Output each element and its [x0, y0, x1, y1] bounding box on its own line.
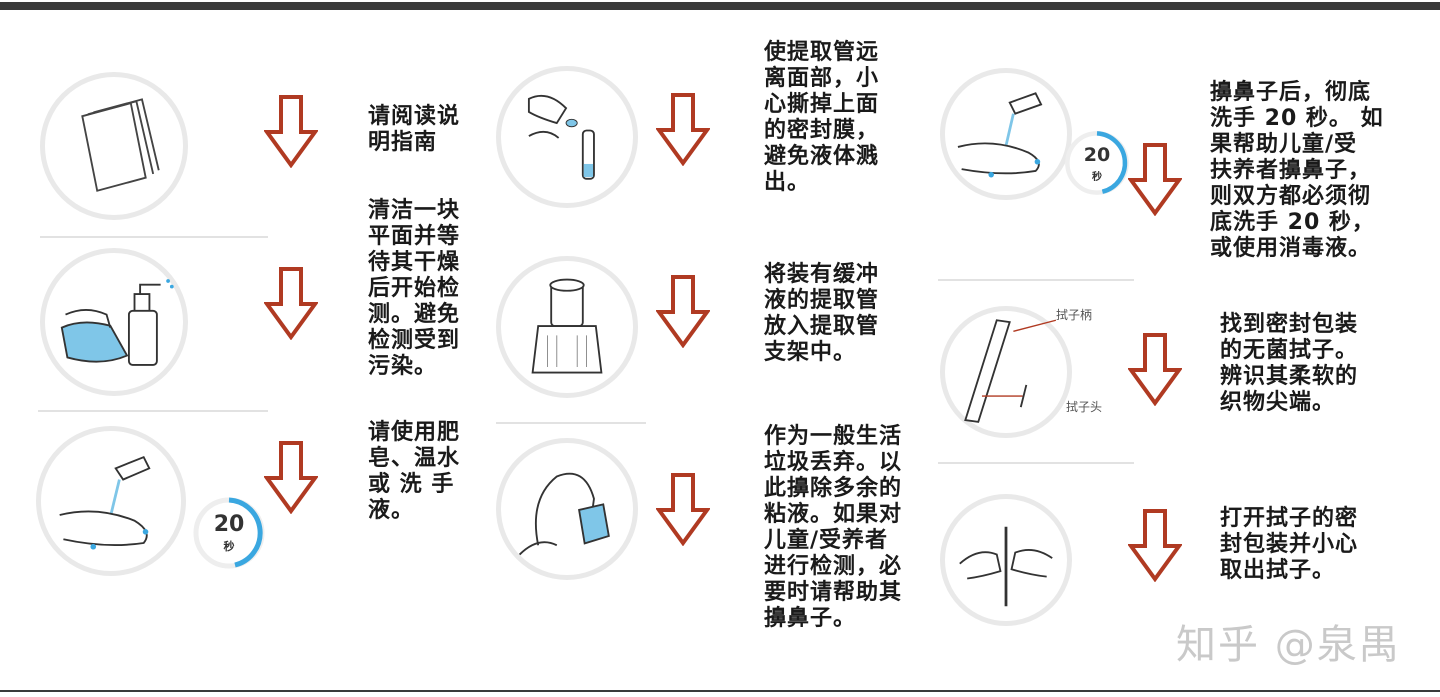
instructions-illustration — [40, 72, 188, 220]
step-clean-text: 清洁一块 平面并等 待其干燥 后开始检 测。避免 检测受到 污染。 — [368, 198, 460, 380]
divider — [938, 462, 1134, 464]
timer-seconds: 20 — [1062, 144, 1132, 166]
down-arrow-icon — [656, 274, 710, 348]
open-swab-illustration — [940, 494, 1072, 626]
divider — [40, 236, 268, 238]
divider — [938, 279, 1134, 281]
spray-bottle-icon — [45, 253, 183, 391]
swab-tip-label: 拭子头 — [1066, 398, 1102, 415]
open-swab-icon — [945, 499, 1067, 621]
watermark: 知乎 @泉禺 — [1176, 612, 1401, 670]
divider — [38, 410, 268, 412]
paper-icon — [45, 77, 183, 215]
divider — [496, 422, 646, 424]
wash-hands-illustration — [36, 426, 186, 576]
swab-package-illustration — [940, 306, 1072, 438]
step-rack-text: 将装有缓冲 液的提取管 放入提取管 支架中。 — [764, 262, 879, 366]
tube-rack-icon — [501, 261, 633, 393]
timer-unit: 秒 — [190, 538, 268, 554]
step-open-swab-text: 打开拭子的密 封包装并小心 取出拭子。 — [1220, 506, 1358, 584]
timer-seconds: 20 — [190, 512, 268, 537]
timer-20s: 20 秒 — [1062, 128, 1132, 198]
wash-hands-icon — [41, 431, 181, 571]
tube-rack-illustration — [496, 256, 638, 398]
swab-handle-label: 拭子柄 — [1056, 306, 1092, 323]
step-read-text: 请阅读说 明指南 — [368, 104, 460, 156]
swab-package-icon — [945, 311, 1067, 433]
timer-unit: 秒 — [1062, 168, 1132, 183]
wash-hands-2-illustration — [940, 68, 1072, 200]
down-arrow-icon — [1128, 332, 1182, 406]
down-arrow-icon — [656, 472, 710, 546]
timer-20s: 20 秒 — [190, 494, 268, 572]
blow-nose-illustration — [496, 438, 638, 580]
step-find-swab-text: 找到密封包装 的无菌拭子。 辨识其柔软的 织物尖端。 — [1220, 312, 1358, 416]
down-arrow-icon — [264, 94, 318, 168]
peel-tube-illustration — [496, 66, 638, 208]
step-wash-text: 请使用肥 皂、温水 或 洗 手 液。 — [368, 420, 460, 524]
blow-nose-icon — [501, 443, 633, 575]
down-arrow-icon — [264, 440, 318, 514]
down-arrow-icon — [264, 266, 318, 340]
extraction-tube-icon — [501, 71, 633, 203]
clean-surface-illustration — [40, 248, 188, 396]
step-handwash2-text: 擤鼻子后，彻底 洗手 20 秒。 如 果帮助儿童/受 扶养者擤鼻子， 则双方都必… — [1210, 80, 1384, 262]
bottom-rule — [0, 690, 1440, 692]
wash-hands-icon — [945, 73, 1067, 195]
down-arrow-icon — [656, 92, 710, 166]
down-arrow-icon — [1128, 142, 1182, 216]
top-rule — [0, 2, 1440, 10]
step-blow-text: 作为一般生活 垃圾丢弃。以 此擤除多余的 粘液。如果对 儿童/受养者 进行检测，… — [764, 424, 902, 632]
down-arrow-icon — [1128, 508, 1182, 582]
step-peel-text: 使提取管远 离面部，小 心撕掉上面 的密封膜， 避免液体溅 出。 — [764, 40, 879, 196]
